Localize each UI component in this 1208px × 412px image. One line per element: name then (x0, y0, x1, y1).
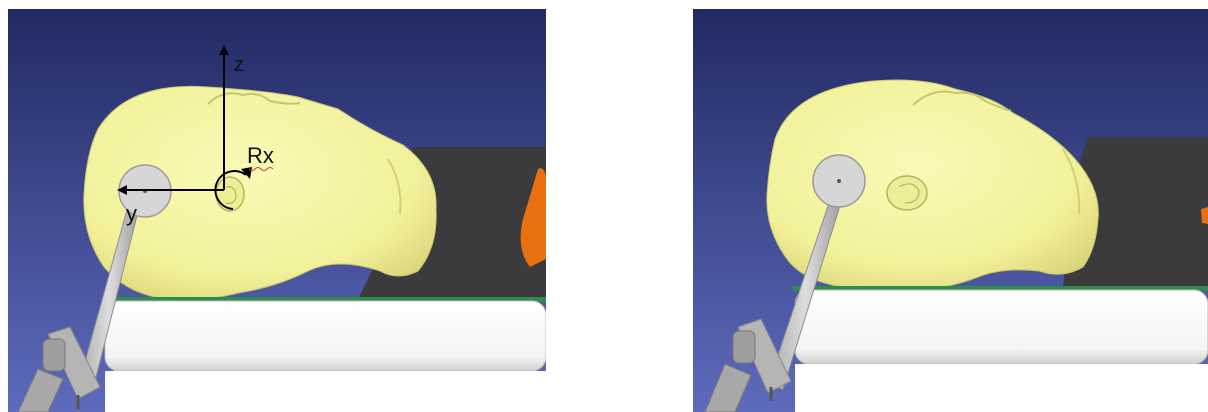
z-axis-label: z (234, 54, 244, 76)
operating-table (795, 290, 1208, 364)
ear (216, 177, 244, 211)
y-axis-label: y (126, 201, 137, 226)
right-render-svg (693, 9, 1208, 412)
clamp-knob (43, 339, 65, 371)
left-render-panel: z y Rx (8, 9, 546, 412)
table-base (105, 371, 546, 412)
ear (887, 176, 927, 210)
table-base (795, 364, 1208, 412)
clamp-knob (733, 331, 755, 363)
right-render-panel (693, 9, 1208, 412)
operating-table (105, 301, 546, 371)
head-pin-center (837, 179, 841, 183)
orange-device (1201, 207, 1208, 224)
left-render-svg: z y Rx (8, 9, 546, 412)
rx-rotation-label: Rx (247, 143, 274, 168)
